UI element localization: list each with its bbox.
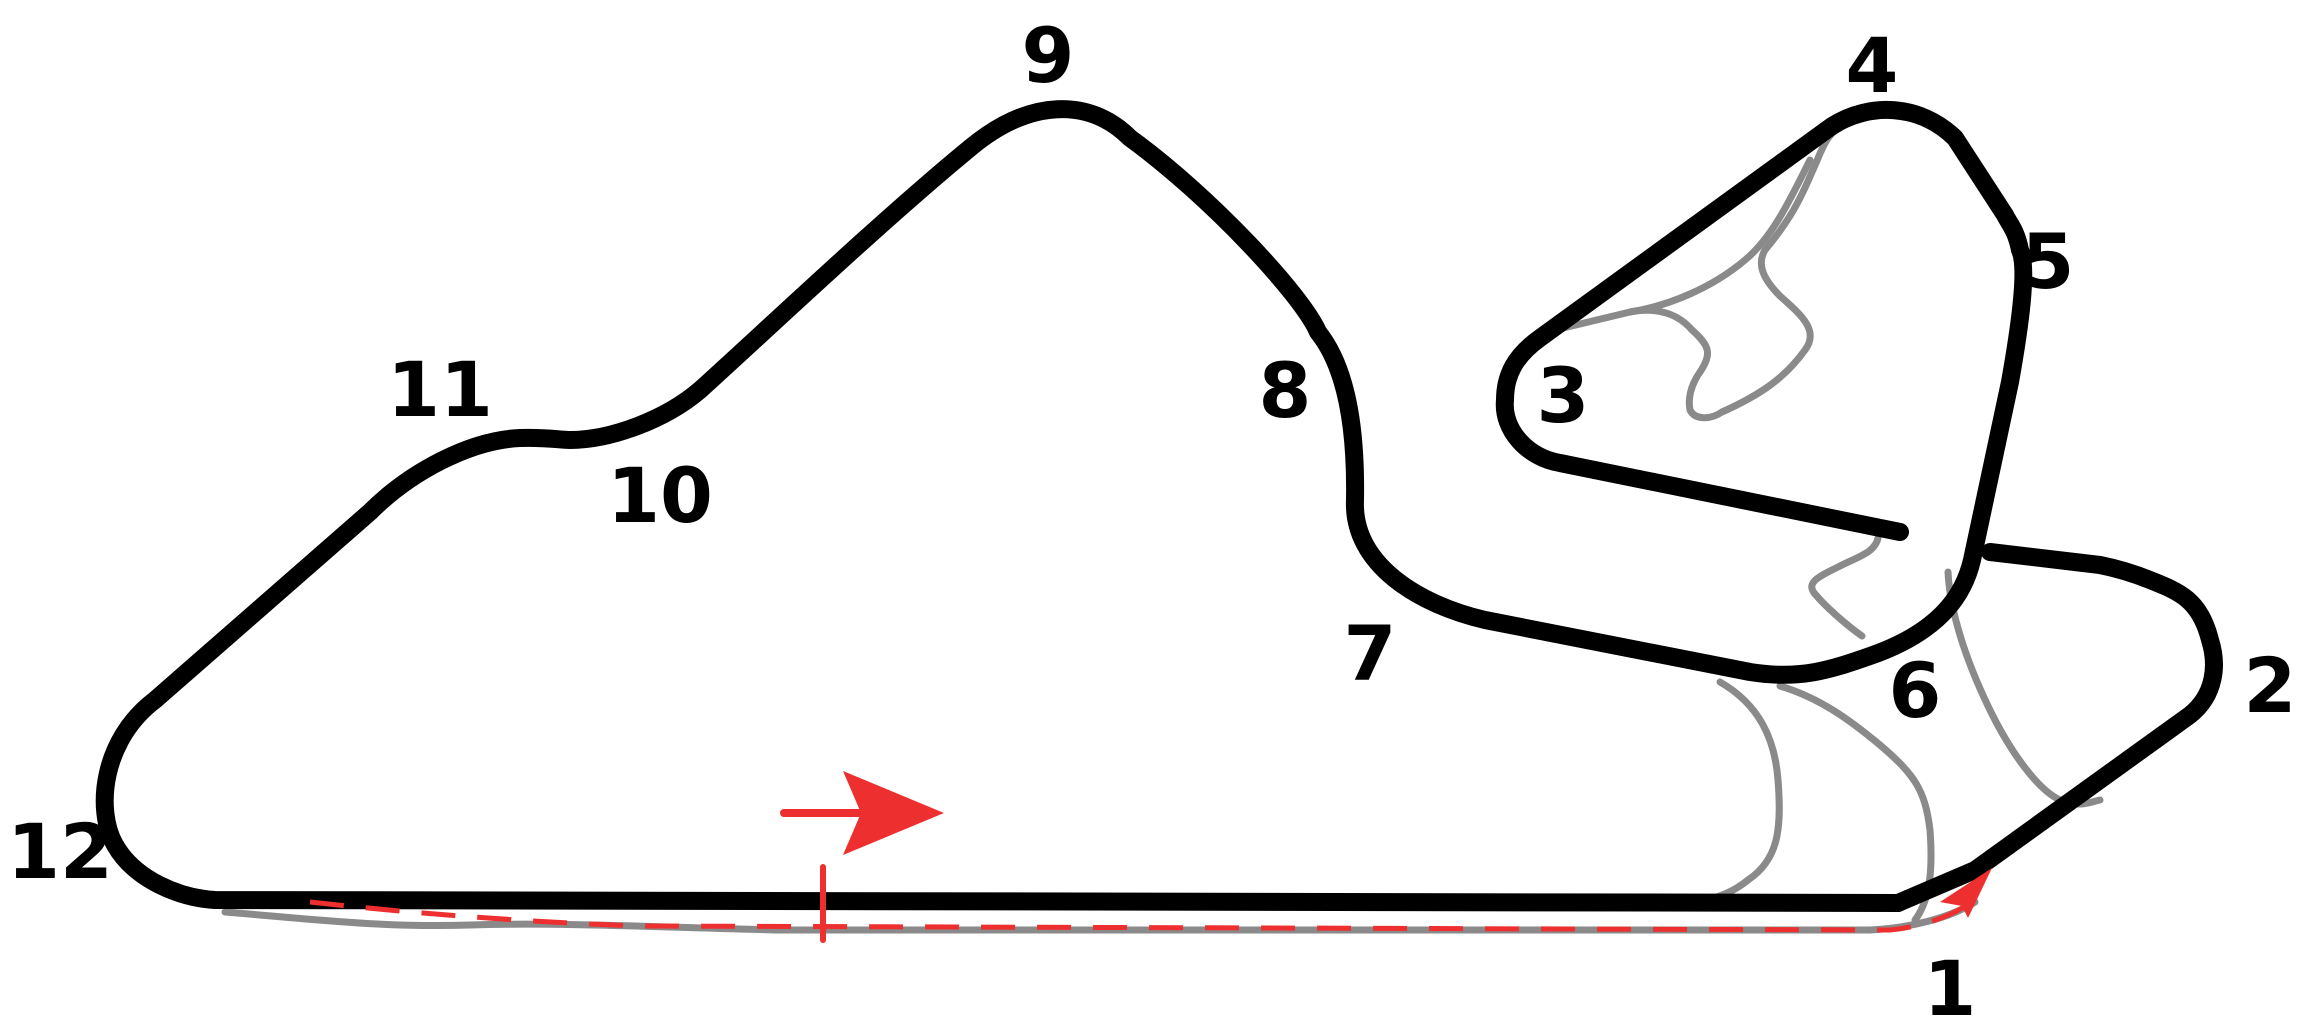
alt-infield-link-b	[1776, 682, 1935, 924]
turn-5-label: 5	[2022, 217, 2075, 306]
finish-arrow-tip	[1940, 868, 1992, 918]
main-circuit	[95, 100, 2223, 912]
turn-labels: 1 2 3 4 5 6 7 8 9 10 11 12	[7, 11, 2296, 1027]
turn-4-label: 4	[1846, 21, 1899, 110]
main-track-loop	[1889, 543, 2223, 912]
alt-hairpin-link	[1944, 568, 2104, 808]
main-track-outer	[95, 100, 2033, 912]
turn-3-label: 3	[1537, 351, 1590, 440]
alt-infield-link-a	[1686, 678, 1783, 906]
turn-8-label: 8	[1259, 346, 1312, 435]
turn-6-label: 6	[1889, 646, 1942, 735]
direction-arrow-icon	[780, 771, 944, 855]
alt-infield-loop	[1551, 124, 1844, 422]
finish-dashed-centerline	[309, 894, 1982, 933]
alt-chicane	[1808, 534, 1882, 640]
turn-12-label: 12	[7, 807, 113, 896]
alternate-layouts	[221, 124, 2104, 934]
turn-10-label: 10	[607, 451, 713, 540]
finish-overlay	[309, 771, 1992, 943]
alt-infield-upper	[1626, 156, 1814, 316]
turn-9-label: 9	[1022, 11, 1075, 100]
turn-2-label: 2	[2244, 641, 2297, 730]
turn-7-label: 7	[1344, 609, 1397, 698]
turn-1-label: 1	[1924, 944, 1977, 1027]
turn-11-label: 11	[387, 345, 493, 434]
